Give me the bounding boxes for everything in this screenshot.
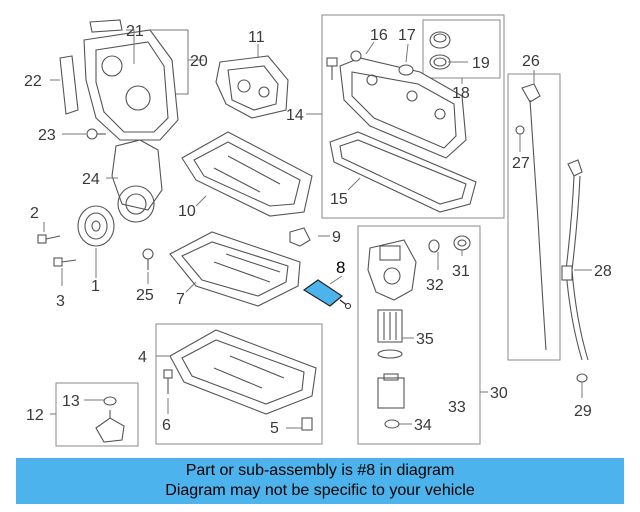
callout-32: 32 — [426, 277, 444, 294]
callout-15: 15 — [330, 191, 348, 208]
front-cover — [111, 139, 163, 223]
filter-element-35 — [377, 309, 403, 359]
dipstick-tube — [561, 159, 589, 361]
valve-cover-group-box — [321, 14, 505, 219]
callout-14: 14 — [286, 107, 304, 124]
seal-17 — [398, 64, 414, 76]
callout-25: 25 — [136, 287, 154, 304]
callout-4: 4 — [138, 349, 147, 366]
seal-29 — [576, 373, 588, 383]
callout-9: 9 — [332, 229, 341, 246]
callout-27: 27 — [512, 155, 530, 172]
valve-cover — [339, 57, 467, 159]
timing-cover — [59, 19, 179, 141]
bolt-6 — [163, 369, 173, 394]
callout-20: 20 — [190, 53, 208, 70]
bolt-16 — [326, 57, 338, 80]
banner-line-2: Diagram may not be specific to your vehi… — [165, 482, 475, 499]
plug-9 — [289, 227, 311, 247]
oil-level-sensor — [95, 410, 125, 443]
cap-16b — [350, 50, 362, 62]
callout-10: 10 — [178, 203, 196, 220]
callout-2: 2 — [30, 205, 39, 222]
upper-oil-pan — [181, 131, 313, 217]
dipstick-group-box — [507, 73, 561, 361]
callout-23: 23 — [38, 127, 56, 144]
callout-8: 8 — [336, 258, 345, 277]
seal-31 — [453, 235, 471, 251]
oil-cap — [429, 31, 451, 49]
crank-pulley — [77, 205, 115, 247]
callout-6: 6 — [162, 417, 171, 434]
plug-5 — [301, 417, 313, 431]
leader-lines — [43, 29, 592, 429]
pulley-bolt-2 — [37, 234, 61, 244]
oil-filter-housing — [367, 239, 417, 301]
banner-line-1: Part or sub-assembly is #8 in diagram — [185, 462, 455, 479]
callout-22: 22 — [24, 73, 42, 90]
bolt-25 — [142, 248, 154, 270]
callout-labels: 1 2 3 4 5 6 7 8 9 10 11 12 13 14 15 16 1… — [24, 23, 612, 437]
pulley-bolt-3 — [53, 257, 77, 267]
oil-filter-group-box — [357, 225, 481, 445]
info-banner: Part or sub-assembly is #8 in diagram Di… — [16, 458, 624, 504]
callout-13: 13 — [62, 393, 80, 410]
dipstick — [521, 83, 547, 351]
filter-cap-34 — [377, 373, 405, 429]
callout-29: 29 — [574, 403, 592, 420]
callout-26: 26 — [522, 53, 540, 70]
callout-19: 19 — [472, 55, 490, 72]
seal-13 — [103, 396, 117, 406]
oil-pan-group-box — [155, 323, 323, 445]
lower-oil-pan — [169, 329, 317, 415]
part-8-gasket-highlighted[interactable] — [302, 279, 351, 309]
valve-cover-gasket — [329, 131, 477, 213]
callout-16: 16 — [370, 27, 388, 44]
callout-5: 5 — [270, 420, 279, 437]
callout-31: 31 — [452, 263, 470, 280]
callout-24: 24 — [82, 171, 100, 188]
callout-28: 28 — [594, 263, 612, 280]
callout-34: 34 — [414, 417, 432, 434]
oil-cap-seal-19 — [429, 54, 451, 70]
callout-11: 11 — [248, 29, 265, 46]
oil-baffle — [169, 231, 301, 307]
bolt-23 — [86, 128, 106, 140]
callout-35: 35 — [416, 331, 434, 348]
callout-21: 21 — [126, 23, 144, 40]
vacuum-pump — [215, 55, 289, 119]
callout-18: 18 — [452, 85, 470, 102]
callout-1: 1 — [91, 278, 100, 295]
callout-17: 17 — [398, 27, 416, 44]
callout-33: 33 — [448, 399, 466, 416]
callout-30: 30 — [490, 385, 508, 402]
callout-3: 3 — [56, 293, 65, 310]
seal-32 — [428, 239, 440, 253]
callout-7: 7 — [176, 291, 185, 308]
parts-diagram: 1 2 3 4 5 6 7 8 9 10 11 12 13 14 15 16 1… — [24, 14, 612, 447]
seal-27 — [515, 125, 525, 135]
callout-12: 12 — [26, 407, 44, 424]
